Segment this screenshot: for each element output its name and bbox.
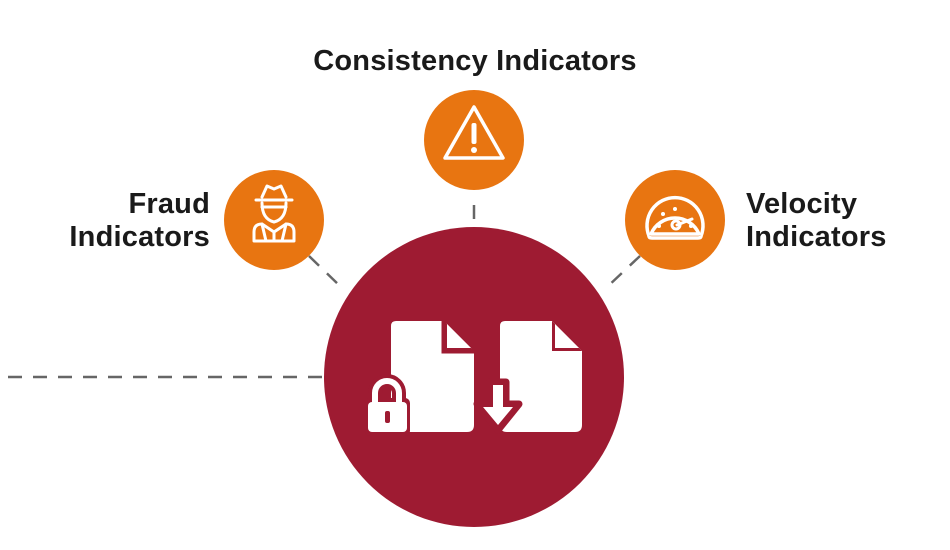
velocity-node xyxy=(625,170,725,270)
consistency-node xyxy=(424,90,524,190)
spy-icon xyxy=(252,184,296,243)
consistency-indicators-label: Consistency Indicators xyxy=(250,45,700,78)
fraud-indicators-label: Fraud Indicators xyxy=(20,188,210,254)
warning-triangle-icon xyxy=(443,105,505,160)
connectors xyxy=(8,205,641,379)
velocity-label-line-2: Indicators xyxy=(746,221,887,253)
velocity-label-line-1: Velocity xyxy=(746,188,858,220)
velocity-connector-line xyxy=(605,255,641,289)
consistency-label-text: Consistency Indicators xyxy=(313,45,637,77)
fraud-connector-line xyxy=(308,255,343,289)
document-lock-icon xyxy=(365,321,474,436)
velocity-indicators-label: Velocity Indicators xyxy=(746,188,946,254)
fraud-node xyxy=(224,170,324,270)
fraud-label-line-2: Indicators xyxy=(69,221,210,253)
fraud-label-line-1: Fraud xyxy=(128,188,210,220)
speedometer-icon xyxy=(645,195,705,240)
document-download-icon xyxy=(473,321,582,434)
